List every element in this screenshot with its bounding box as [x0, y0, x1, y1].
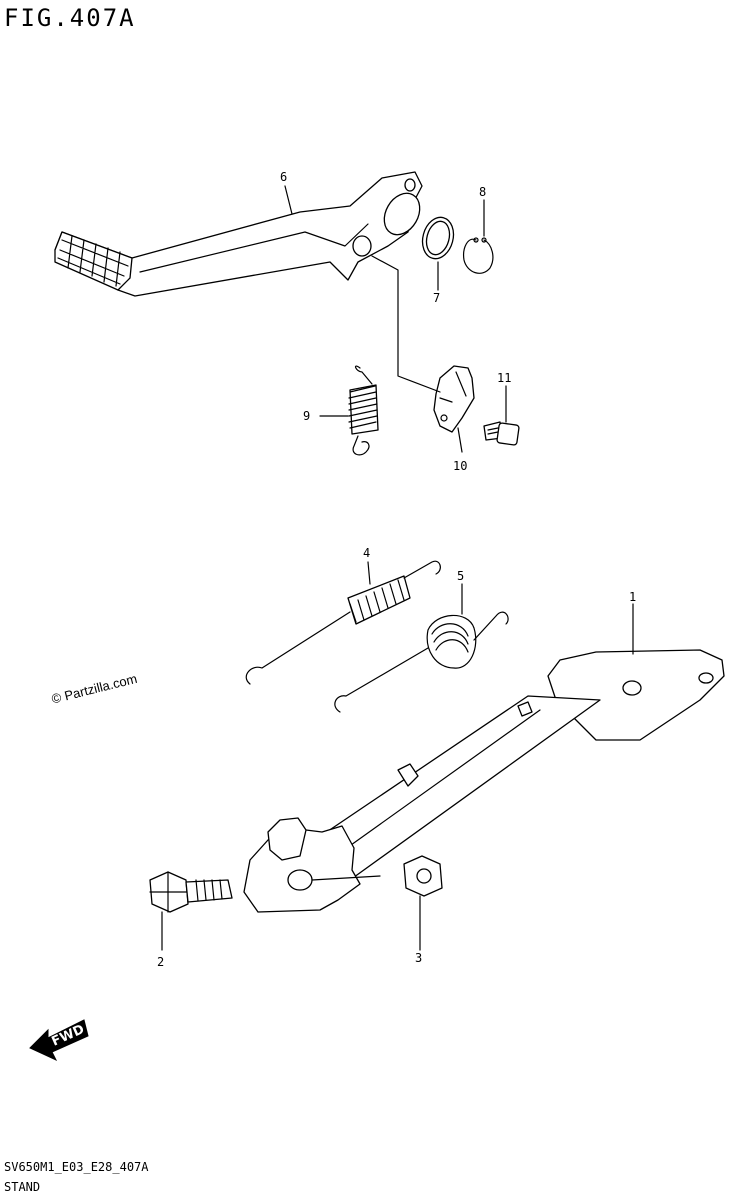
pedal-rubber	[54, 231, 133, 291]
callout-10: 10	[453, 459, 467, 473]
forward-arrow-icon: FWD	[29, 1019, 89, 1062]
callout-2: 2	[157, 955, 164, 969]
callout-5: 5	[457, 569, 464, 583]
leader-6	[284, 185, 293, 215]
pivot-nut	[403, 855, 443, 897]
callout-11: 11	[497, 371, 511, 385]
forward-arrow-label: FWD	[50, 1022, 87, 1050]
callout-8: 8	[479, 185, 486, 199]
stand-spring-lower	[334, 611, 509, 713]
callout-6: 6	[280, 170, 287, 184]
circlip	[463, 238, 494, 274]
callout-7: 7	[433, 291, 440, 305]
leader-10	[457, 427, 463, 453]
figure-code: SV650M1_E03_E28_407A	[4, 1160, 149, 1174]
callout-4: 4	[363, 546, 370, 560]
side-stand	[243, 649, 725, 913]
figure-name: STAND	[4, 1180, 41, 1194]
figure-title: FIG.407A	[4, 4, 136, 32]
bracket-bolt	[483, 421, 520, 446]
pedal-spring	[348, 365, 379, 456]
callout-9: 9	[303, 409, 310, 423]
leader-pedal-bracket	[371, 255, 441, 393]
callout-1: 1	[629, 590, 636, 604]
gear-shift-pedal	[54, 171, 423, 297]
pivot-bolt	[149, 871, 233, 913]
leader-4	[367, 561, 371, 585]
stand-spring-upper	[245, 560, 441, 685]
callout-3: 3	[415, 951, 422, 965]
bracket	[433, 365, 475, 433]
